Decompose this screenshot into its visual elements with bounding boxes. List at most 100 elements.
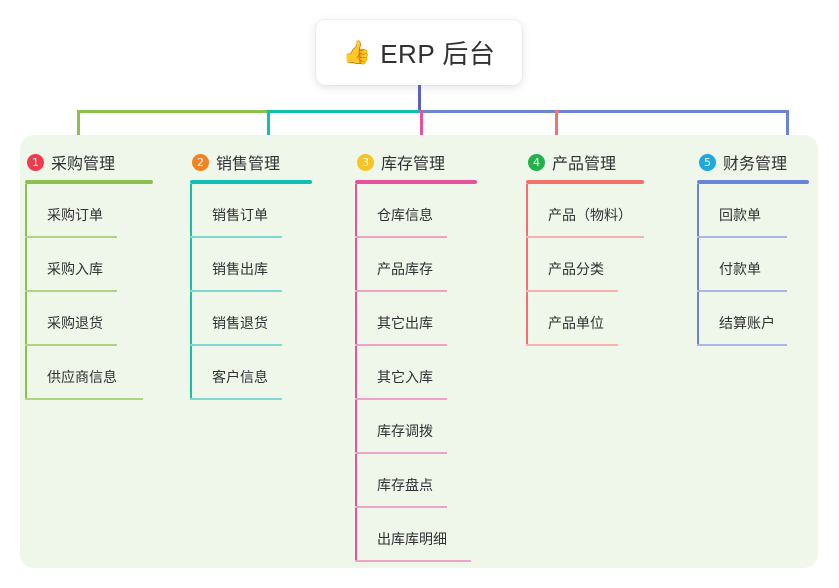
list-item[interactable]: 采购退货 bbox=[25, 292, 153, 346]
item-underline bbox=[526, 344, 618, 346]
item-underline bbox=[25, 398, 143, 400]
item-label: 库存调拨 bbox=[377, 423, 433, 439]
list-item[interactable]: 产品单位 bbox=[526, 292, 644, 346]
item-underline bbox=[25, 344, 117, 346]
item-underline bbox=[355, 344, 447, 346]
item-underline bbox=[190, 398, 282, 400]
item-label: 回款单 bbox=[719, 207, 761, 223]
item-label: 结算账户 bbox=[719, 315, 775, 331]
item-underline bbox=[697, 290, 787, 292]
item-stem-line bbox=[526, 238, 528, 292]
branch-header-1[interactable]: 1 采购管理 bbox=[25, 149, 153, 175]
branch-title-2: 销售管理 bbox=[216, 156, 281, 173]
list-item[interactable]: 结算账户 bbox=[697, 292, 809, 346]
item-underline bbox=[25, 290, 117, 292]
branch-column-3: 3 库存管理仓库信息产品库存其它出库其它入库库存调拨库存盘点出库库明细 bbox=[355, 149, 477, 562]
item-underline bbox=[190, 290, 282, 292]
branch-badge-4: 4 bbox=[528, 153, 545, 171]
list-item[interactable]: 采购订单 bbox=[25, 184, 153, 238]
connector-drop-line bbox=[77, 110, 80, 140]
item-underline bbox=[355, 560, 471, 562]
item-label: 产品单位 bbox=[548, 315, 604, 331]
branch-items-2: 销售订单销售出库销售退货客户信息 bbox=[190, 184, 312, 400]
branch-underline-1 bbox=[25, 180, 153, 184]
list-item[interactable]: 其它入库 bbox=[355, 346, 477, 400]
item-stem-line bbox=[355, 184, 357, 238]
connector-drop-line bbox=[420, 110, 423, 140]
item-label: 销售订单 bbox=[212, 207, 268, 223]
branches-panel: 1 采购管理采购订单采购入库采购退货供应商信息 2 销售管理销售订单销售出库销售退货客… bbox=[20, 135, 818, 568]
branch-title-3: 库存管理 bbox=[381, 156, 446, 173]
item-label: 采购入库 bbox=[47, 261, 103, 277]
item-underline bbox=[190, 344, 282, 346]
item-stem-line bbox=[355, 400, 357, 454]
item-stem-line bbox=[25, 238, 27, 292]
item-stem-line bbox=[190, 292, 192, 346]
item-underline bbox=[355, 236, 447, 238]
item-underline bbox=[25, 236, 117, 238]
list-item[interactable]: 付款单 bbox=[697, 238, 809, 292]
item-underline bbox=[355, 398, 447, 400]
branch-title-1: 采购管理 bbox=[51, 156, 116, 173]
list-item[interactable]: 销售退货 bbox=[190, 292, 312, 346]
item-underline bbox=[355, 290, 447, 292]
branch-badge-1: 1 bbox=[27, 153, 44, 171]
branch-underline-3 bbox=[355, 180, 477, 184]
branch-underline-5 bbox=[697, 180, 809, 184]
item-underline bbox=[697, 344, 787, 346]
list-item[interactable]: 供应商信息 bbox=[25, 346, 153, 400]
item-label: 产品（物料） bbox=[548, 207, 632, 223]
connector-bus-segment bbox=[424, 110, 555, 113]
branch-badge-3: 3 bbox=[357, 153, 374, 171]
root-node[interactable]: 👍 ERP 后台 bbox=[316, 20, 522, 85]
branch-column-2: 2 销售管理销售订单销售出库销售退货客户信息 bbox=[190, 149, 312, 400]
item-underline bbox=[697, 236, 787, 238]
list-item[interactable]: 产品库存 bbox=[355, 238, 477, 292]
item-label: 产品分类 bbox=[548, 261, 604, 277]
root-stem-line bbox=[418, 85, 421, 110]
item-label: 采购订单 bbox=[47, 207, 103, 223]
item-stem-line bbox=[697, 292, 699, 346]
item-stem-line bbox=[355, 346, 357, 400]
list-item[interactable]: 库存调拨 bbox=[355, 400, 477, 454]
list-item[interactable]: 采购入库 bbox=[25, 238, 153, 292]
branch-badge-2: 2 bbox=[192, 153, 209, 171]
item-label: 库存盘点 bbox=[377, 477, 433, 493]
branch-items-3: 仓库信息产品库存其它出库其它入库库存调拨库存盘点出库库明细 bbox=[355, 184, 477, 562]
item-underline bbox=[190, 236, 282, 238]
branch-column-1: 1 采购管理采购订单采购入库采购退货供应商信息 bbox=[25, 149, 153, 400]
item-label: 仓库信息 bbox=[377, 207, 433, 223]
branch-header-3[interactable]: 3 库存管理 bbox=[355, 149, 477, 175]
list-item[interactable]: 其它出库 bbox=[355, 292, 477, 346]
item-stem-line bbox=[25, 184, 27, 238]
item-underline bbox=[355, 506, 447, 508]
list-item[interactable]: 产品分类 bbox=[526, 238, 644, 292]
connector-bus-segment bbox=[267, 110, 420, 113]
list-item[interactable]: 回款单 bbox=[697, 184, 809, 238]
item-stem-line bbox=[355, 454, 357, 508]
list-item[interactable]: 出库库明细 bbox=[355, 508, 477, 562]
list-item[interactable]: 客户信息 bbox=[190, 346, 312, 400]
branch-items-1: 采购订单采购入库采购退货供应商信息 bbox=[25, 184, 153, 400]
connector-drop-line bbox=[267, 110, 270, 140]
list-item[interactable]: 仓库信息 bbox=[355, 184, 477, 238]
list-item[interactable]: 销售订单 bbox=[190, 184, 312, 238]
item-label: 客户信息 bbox=[212, 369, 268, 385]
item-stem-line bbox=[526, 292, 528, 346]
root-title: ERP 后台 bbox=[380, 39, 496, 69]
item-stem-line bbox=[25, 346, 27, 400]
list-item[interactable]: 库存盘点 bbox=[355, 454, 477, 508]
branch-header-2[interactable]: 2 销售管理 bbox=[190, 149, 312, 175]
branch-badge-5: 5 bbox=[699, 153, 716, 171]
item-underline bbox=[526, 290, 618, 292]
item-stem-line bbox=[25, 292, 27, 346]
item-label: 付款单 bbox=[719, 261, 761, 277]
list-item[interactable]: 销售出库 bbox=[190, 238, 312, 292]
list-item[interactable]: 产品（物料） bbox=[526, 184, 644, 238]
item-stem-line bbox=[526, 184, 528, 238]
